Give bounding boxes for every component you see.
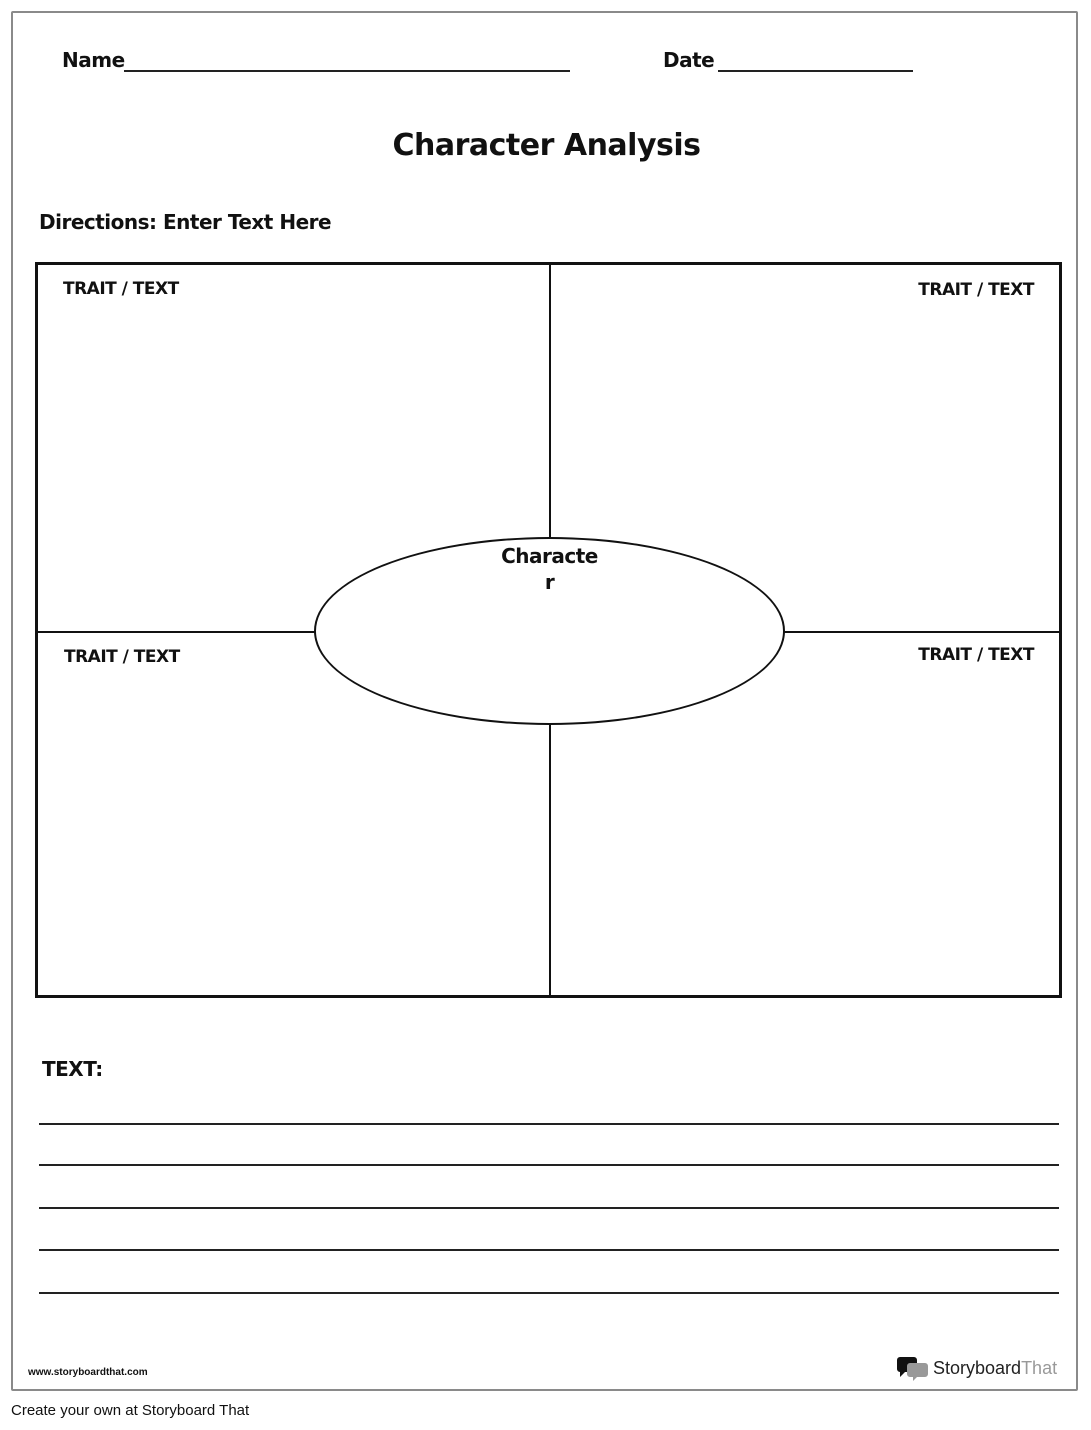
create-your-own-link[interactable]: Create your own at Storyboard That — [11, 1402, 250, 1419]
quadrant-bottom-left-label[interactable]: TRAIT / TEXT — [64, 647, 180, 667]
speech-bubbles-icon — [897, 1357, 928, 1381]
name-field-line[interactable] — [124, 70, 570, 72]
divider-horizontal-right — [784, 631, 1059, 633]
worksheet-page: Name Date Character Analysis Directions:… — [11, 11, 1078, 1391]
text-section-label: TEXT: — [42, 1057, 103, 1081]
date-label: Date — [663, 48, 715, 72]
date-field-line[interactable] — [718, 70, 913, 72]
writing-line[interactable] — [39, 1292, 1059, 1294]
writing-line[interactable] — [39, 1207, 1059, 1209]
page-title: Character Analysis — [392, 128, 701, 163]
writing-line[interactable] — [39, 1123, 1059, 1125]
name-label: Name — [62, 48, 125, 72]
logo-secondary-text: That — [1021, 1357, 1058, 1378]
footer-url: www.storyboardthat.com — [28, 1367, 148, 1378]
character-organizer-grid: TRAIT / TEXT TRAIT / TEXT TRAIT / TEXT T… — [35, 262, 1062, 998]
character-oval[interactable]: Characte r — [314, 537, 785, 725]
divider-horizontal-left — [38, 631, 315, 633]
quadrant-bottom-right-label[interactable]: TRAIT / TEXT — [918, 645, 1034, 665]
storyboardthat-logo: StoryboardThat — [897, 1355, 1057, 1381]
character-label[interactable]: Characte r — [501, 544, 598, 594]
divider-vertical-bottom — [549, 725, 551, 995]
writing-line[interactable] — [39, 1164, 1059, 1166]
directions-text[interactable]: Directions: Enter Text Here — [39, 210, 332, 234]
quadrant-top-right-label[interactable]: TRAIT / TEXT — [918, 280, 1034, 300]
divider-vertical-top — [549, 265, 551, 537]
logo-primary-text: Storyboard — [933, 1357, 1022, 1378]
quadrant-top-left-label[interactable]: TRAIT / TEXT — [63, 279, 179, 299]
logo-text: StoryboardThat — [933, 1358, 1057, 1379]
writing-line[interactable] — [39, 1249, 1059, 1251]
